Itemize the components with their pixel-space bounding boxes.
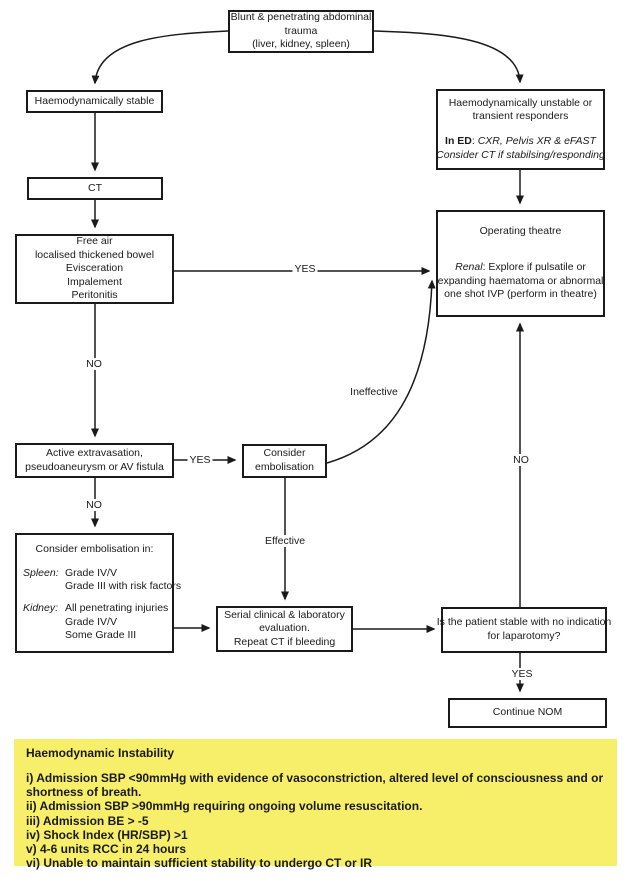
node-text: Haemodynamically unstable or	[448, 96, 593, 109]
node-text: Some Grade III	[65, 629, 137, 642]
edge-label-no-active-ex: NO	[84, 499, 104, 511]
node-text: All penetrating injuries	[65, 602, 169, 615]
node-text: In ED: CXR, Pelvis XR & eFAST	[445, 135, 596, 147]
node-text: Evisceration	[65, 262, 124, 275]
node-text: Serial clinical & laboratory	[224, 608, 345, 621]
edge-trauma-to-stable	[91, 30, 229, 85]
node-text: CT	[88, 181, 102, 194]
note-title: Haemodynamic Instability	[26, 746, 175, 760]
node-text: Grade IV/V	[65, 615, 117, 628]
note-item: iii) Admission BE > -5	[26, 813, 149, 828]
node-text: Grade III with risk factors	[65, 580, 182, 593]
node-text: Peritonitis	[71, 289, 118, 302]
node-free-air: Free air localised thickened bowel Evisc…	[15, 234, 174, 304]
node-text: Consider	[263, 447, 306, 460]
kidney-row: Kidney: All penetrating injuries Grade I…	[23, 602, 169, 643]
node-text: Active extravasation,	[46, 446, 143, 459]
edge-label-ineffective: Ineffective	[348, 386, 400, 398]
node-stable-no-laparotomy-question: Is the patient stable with no indication…	[437, 607, 611, 653]
edge-embol-to-theatre-ineffective	[326, 279, 436, 464]
node-text: for laparotomy?	[487, 630, 561, 642]
node-continue-nom: Continue NOM	[448, 698, 607, 728]
edge-label-yes-laparotomy: YES	[509, 668, 535, 680]
node-consider-embolisation-in: Consider embolisation in: Spleen: Grade …	[15, 533, 181, 653]
node-text: Consider embolisation in:	[35, 543, 154, 555]
node-text: Haemodynamically stable	[34, 94, 155, 107]
node-consider-embolisation: Consider embolisation	[242, 444, 327, 478]
node-text: (liver, kidney, spleen)	[252, 38, 350, 51]
node-text: Continue NOM	[492, 706, 563, 719]
node-text: evaluation.	[259, 622, 310, 635]
edge-trauma-to-unstable	[373, 30, 524, 84]
node-ct: CT	[27, 177, 163, 200]
node-text: one shot IVP (perform in theatre)	[444, 288, 597, 301]
node-active-extravasation: Active extravasation, pseudoaneurysm or …	[15, 443, 174, 478]
note-item: iv) Shock Index (HR/SBP) >1	[26, 827, 188, 842]
note-item: i) Admission SBP <90mmHg with evidence o…	[26, 771, 604, 800]
node-haemodynamically-stable: Haemodynamically stable	[26, 90, 163, 113]
node-trauma: Blunt & penetrating abdominal trauma (li…	[228, 10, 374, 53]
edge-label-yes-top: YES	[292, 263, 318, 275]
edge-label-effective: Effective	[262, 535, 308, 547]
node-text: Impalement	[67, 275, 122, 288]
spleen-label: Spleen:	[23, 566, 59, 579]
node-text: Renal: Explore if pulsatile or	[455, 260, 586, 273]
node-text: Consider CT if stabilsing/responding	[436, 148, 605, 161]
node-text: Free air	[76, 234, 113, 247]
node-text: Blunt & penetrating abdominal	[230, 11, 372, 24]
note-item: vi) Unable to maintain sufficient stabil…	[26, 856, 373, 871]
node-text: embolisation	[255, 461, 314, 473]
note-item: v) 4-6 units RCC in 24 hours	[26, 841, 187, 856]
node-operating-theatre: Operating theatre Renal: Explore if puls…	[436, 210, 605, 317]
node-text: localised thickened bowel	[34, 248, 155, 261]
edge-label-yes-embolisation: YES	[187, 454, 213, 466]
edge-label-no-free-air: NO	[84, 358, 104, 370]
edge-label-no-laparotomy: NO	[511, 454, 531, 466]
node-text: trauma	[284, 24, 318, 37]
kidney-label: Kidney:	[23, 602, 59, 615]
node-serial-evaluation: Serial clinical & laboratory evaluation.…	[216, 606, 353, 652]
spleen-row: Spleen: Grade IV/V Grade III with risk f…	[23, 566, 181, 594]
haemodynamic-instability-note: Haemodynamic Instability i) Admission SB…	[14, 739, 617, 870]
node-text: Is the patient stable with no indication	[436, 616, 612, 629]
node-text: transient responders	[472, 110, 569, 123]
note-item: ii) Admission SBP >90mmHg requiring ongo…	[26, 799, 423, 814]
node-haemodynamically-unstable: Haemodynamically unstable or transient r…	[436, 89, 605, 170]
node-text: expanding haematoma or abnormal	[437, 274, 604, 287]
node-text: Grade IV/V	[65, 566, 117, 579]
node-text: Operating theatre	[479, 225, 562, 238]
node-text: Repeat CT if bleeding	[233, 635, 336, 648]
node-text: pseudoaneurysm or AV fistula	[25, 460, 164, 473]
